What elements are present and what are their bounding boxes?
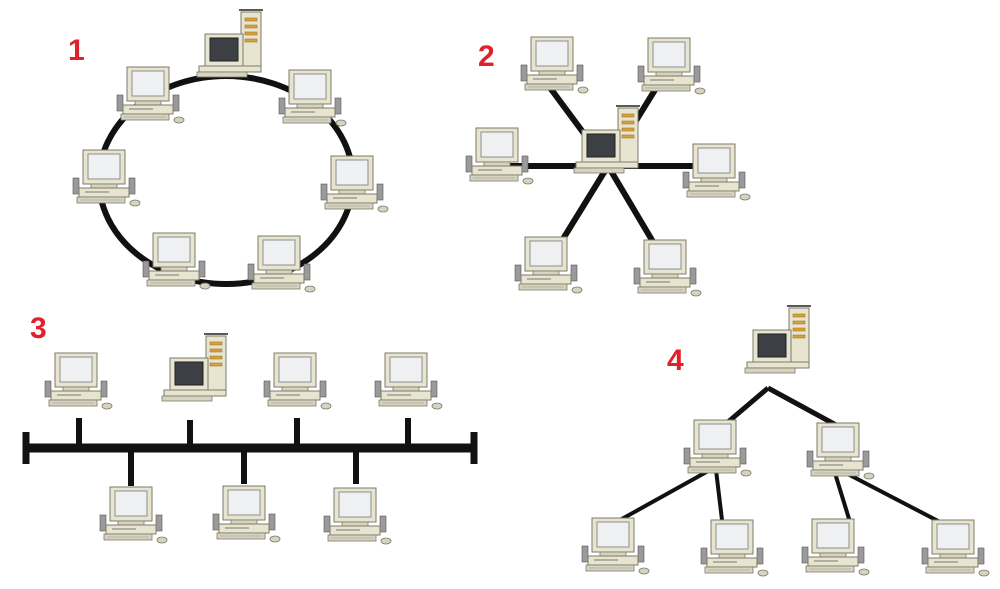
tree-cable-root-left — [726, 386, 770, 424]
bus-workstation-3 — [374, 352, 443, 410]
ring-workstation-3 — [72, 149, 141, 207]
ring-workstation-6 — [247, 235, 316, 293]
bus-workstation-4 — [99, 486, 168, 544]
star-workstation-6 — [633, 239, 702, 297]
star-server — [573, 105, 640, 174]
bus-workstation-1 — [44, 352, 113, 410]
bus-topology-label: 3 — [30, 312, 47, 345]
tree-workstation-2 — [806, 422, 875, 480]
star-workstation-1 — [520, 36, 589, 94]
tree-workstation-3 — [581, 517, 650, 575]
tree-cable-r2 — [839, 468, 941, 524]
star-workstation-5 — [514, 236, 583, 294]
bus-server — [161, 333, 228, 402]
bus-workstation-6 — [323, 487, 392, 545]
ring-workstation-1 — [116, 66, 185, 124]
bus-workstation-2 — [263, 352, 332, 410]
tree-topology-label: 4 — [667, 344, 684, 377]
ring-topology-label: 1 — [68, 34, 85, 67]
tree-cable-root-right — [766, 385, 838, 428]
star-workstation-4 — [682, 143, 751, 201]
tree-workstation-5 — [801, 518, 870, 576]
tree-cable-r1 — [832, 469, 852, 523]
tree-workstation-4 — [700, 519, 769, 577]
tree-workstation-1 — [683, 419, 752, 477]
tree-cable-l1 — [619, 468, 711, 522]
bus-workstation-5 — [212, 485, 281, 543]
star-workstation-3 — [465, 127, 534, 185]
ring-workstation-4 — [320, 155, 389, 213]
tree-workstation-6 — [921, 519, 990, 577]
ring-workstation-5 — [142, 232, 211, 290]
tree-cable-l2 — [714, 469, 724, 521]
star-workstation-2 — [637, 37, 706, 95]
ring-server — [196, 9, 263, 78]
star-topology-label: 2 — [478, 40, 495, 73]
computers-layer — [44, 9, 990, 577]
tree-server — [744, 305, 811, 374]
ring-workstation-2 — [278, 69, 347, 127]
